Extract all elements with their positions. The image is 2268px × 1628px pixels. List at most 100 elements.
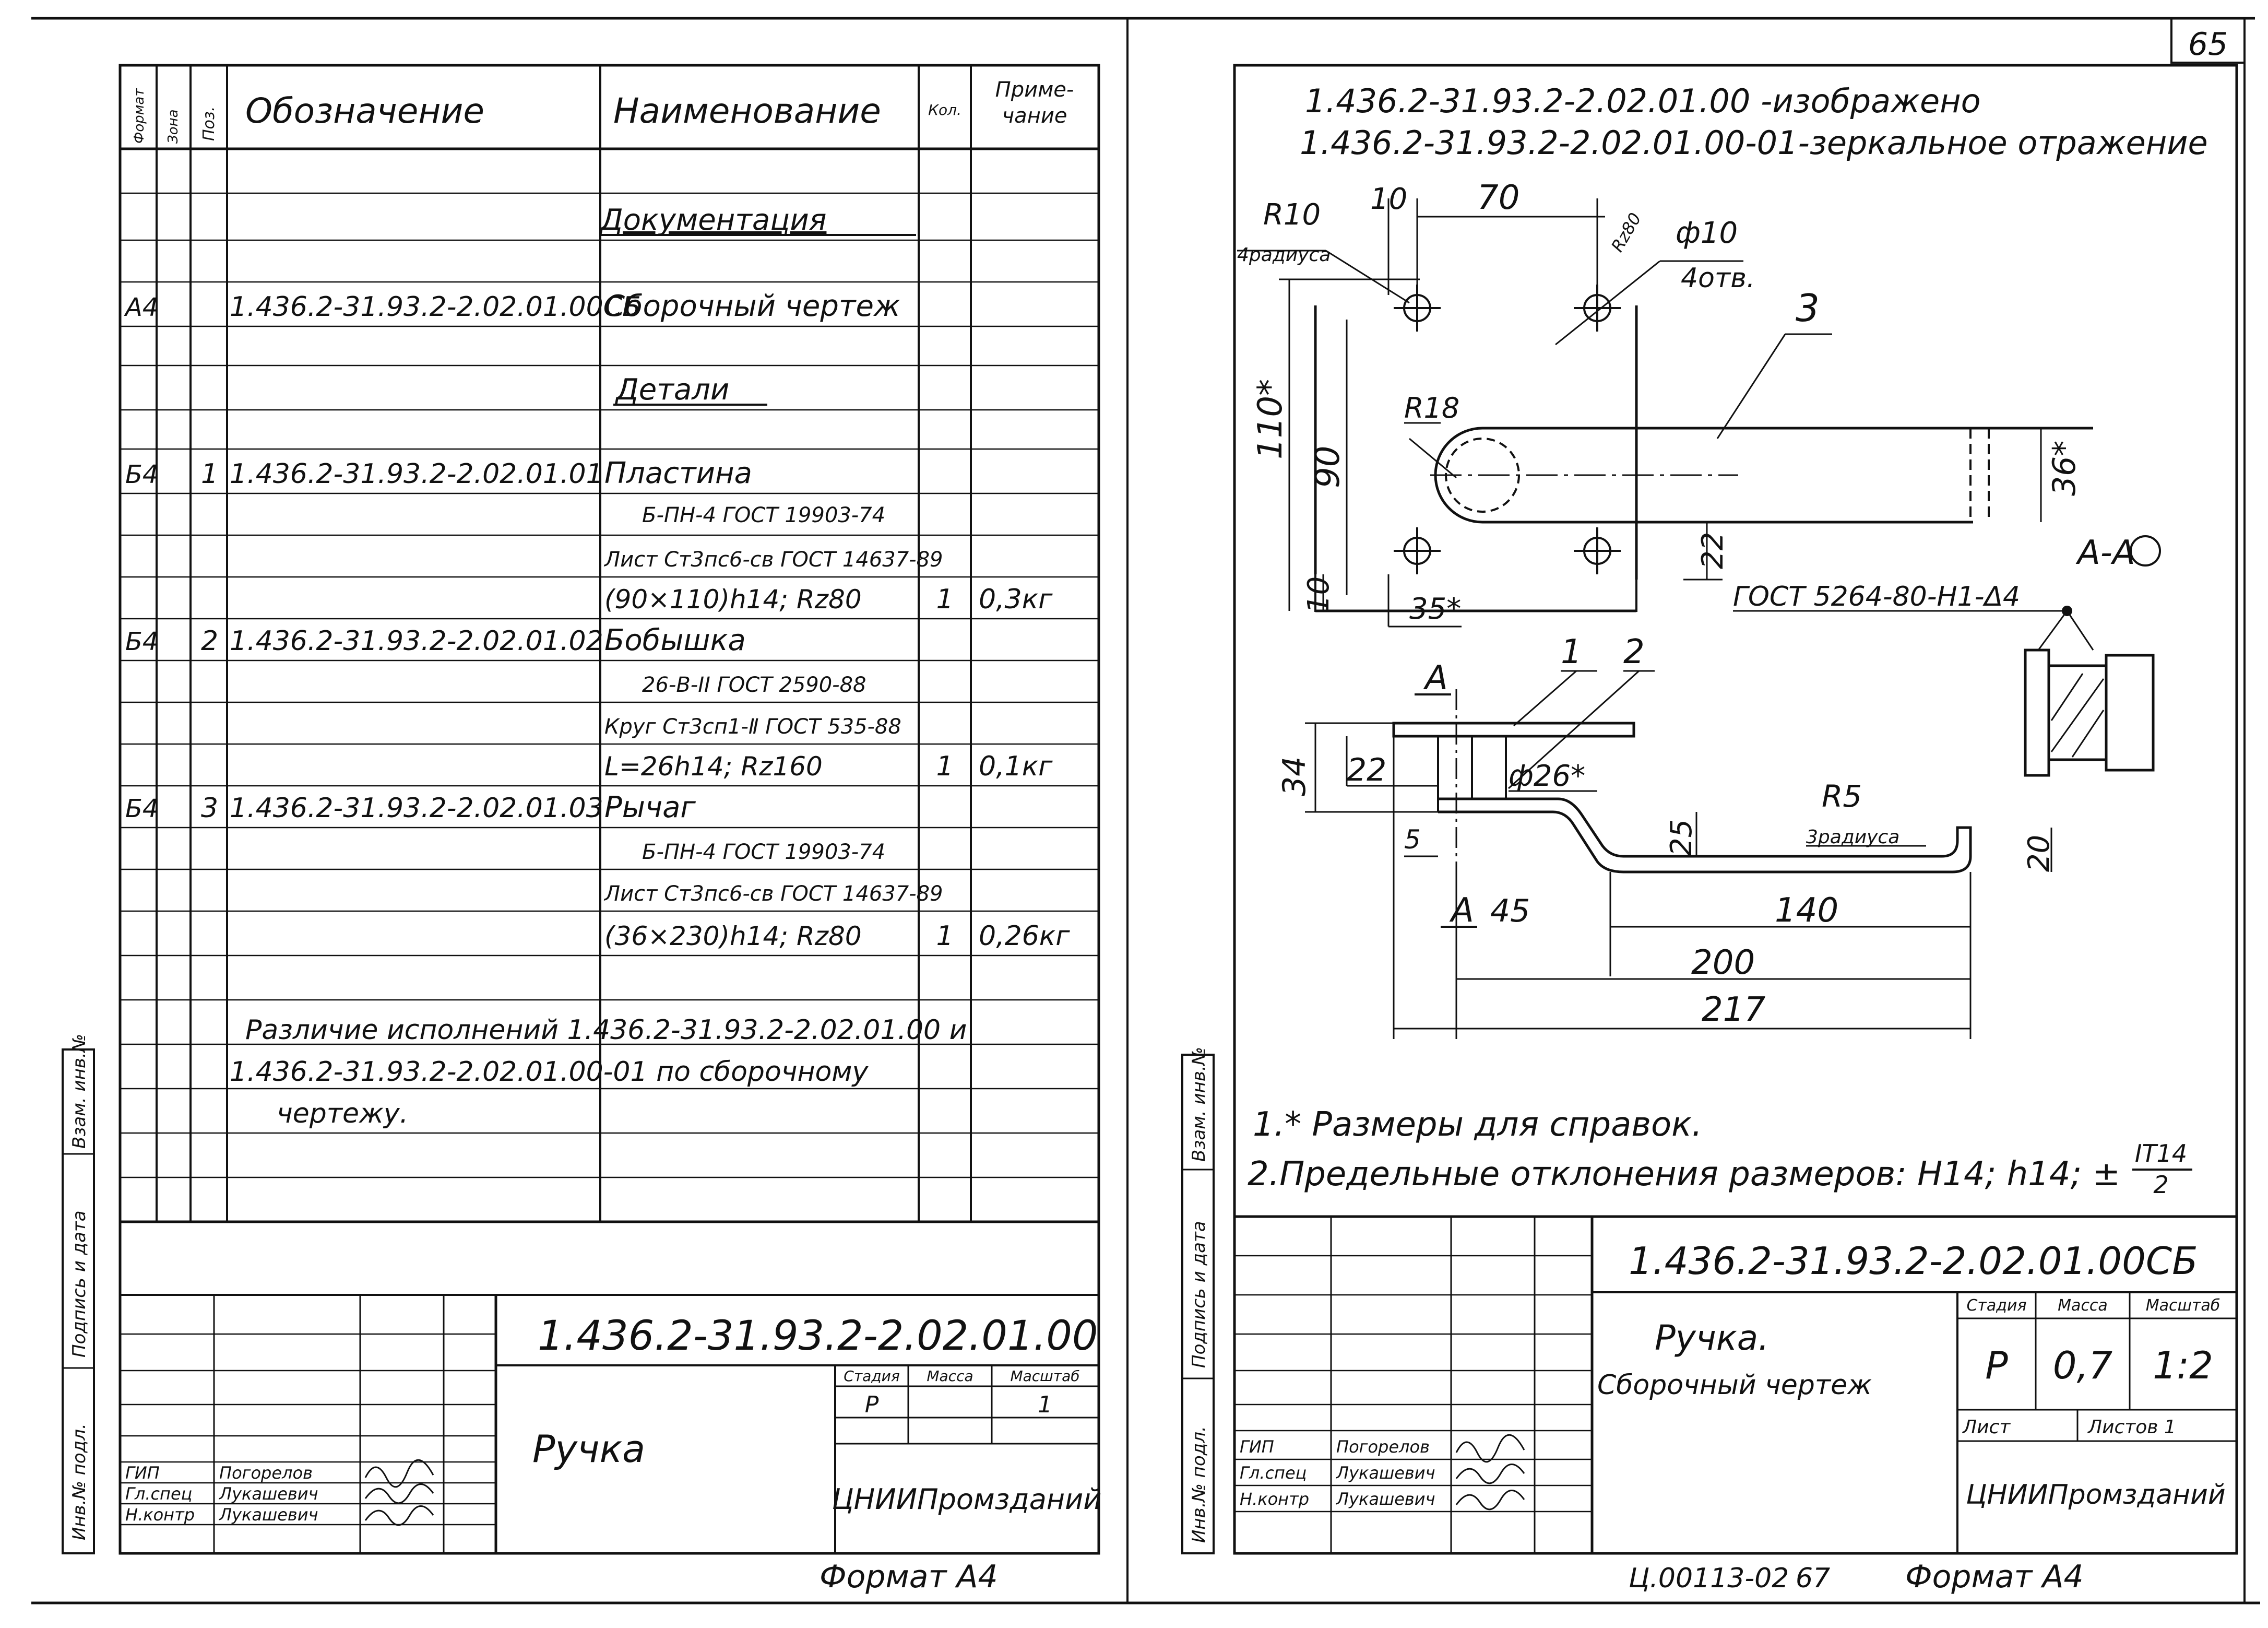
svg-text:Б4: Б4 [125, 627, 158, 656]
left-org: ЦНИИПромзданий [832, 1483, 1102, 1516]
right-side-stamp: Взам. инв.№ Подпись и дата Инв.№ подл. [1181, 1047, 1215, 1554]
section-view: А-А ГОСТ 5264-80-Н1-Δ4 [1733, 534, 2161, 777]
svg-text:2: 2 [1623, 633, 1645, 671]
svg-text:34: 34 [1276, 757, 1313, 796]
svg-text:1: 1 [1561, 633, 1582, 671]
svg-text:20: 20 [2022, 835, 2056, 872]
table-row: Лист Ст3пс6-св ГОСТ 14637-89 [603, 548, 943, 572]
catalog-number: Ц.00113-02 [1629, 1563, 1789, 1594]
page-number: 67 [1796, 1563, 1830, 1594]
svg-text:1: 1 [936, 921, 953, 952]
top-view: R10 4радиуса 10 70 Rz80 ф10 4отв. 3 110*… [1237, 179, 2093, 628]
svg-text:0,3кг: 0,3кг [979, 584, 1053, 615]
svg-text:Рычаг: Рычаг [604, 791, 696, 824]
svg-text:Лукашевич: Лукашевич [1336, 1489, 1435, 1509]
table-row: (90×110)h14; Rz80 1 0,3кг [604, 584, 1053, 615]
svg-text:Н.контр: Н.контр [1240, 1489, 1309, 1509]
svg-text:Пластина: Пластина [604, 456, 752, 490]
svg-text:1.436.2-31.93.2-2.02.01.00СБ: 1.436.2-31.93.2-2.02.01.00СБ [230, 291, 641, 323]
drawing-header-1: 1.436.2-31.93.2-2.02.01.00 -изображено [1305, 82, 1981, 120]
svg-text:Лукашевич: Лукашевич [219, 1505, 318, 1525]
drawing-notes: 1.* Размеры для справок. 2.Предельные от… [1248, 1105, 2192, 1199]
svg-text:ф10: ф10 [1676, 216, 1738, 250]
sheet-frame [31, 17, 2260, 1605]
svg-text:3радиуса: 3радиуса [1806, 827, 1899, 848]
title-block-right: 1.436.2-31.93.2-2.02.01.00СБ Ручка. Сбор… [1234, 1215, 2237, 1553]
svg-text:Листов 1: Листов 1 [2087, 1417, 2176, 1438]
svg-text:Лист Ст3пс6-св ГОСТ 14637-89: Лист Ст3пс6-св ГОСТ 14637-89 [603, 882, 943, 906]
svg-text:IT14: IT14 [2135, 1139, 2187, 1167]
svg-text:2: 2 [2153, 1171, 2168, 1199]
svg-text:36*: 36* [2046, 441, 2083, 496]
table-row: Лист Ст3пс6-св ГОСТ 14637-89 [603, 882, 943, 906]
left-side-stamp: Взам. инв.№ Подпись и дата Инв.№ подл. [62, 1034, 95, 1554]
variants-note: Различие исполнений 1.436.2-31.93.2-2.02… [230, 1014, 967, 1129]
svg-text:0,7: 0,7 [2053, 1343, 2113, 1387]
table-row: Б-ПН-4 ГОСТ 19903-74 [642, 503, 885, 527]
svg-text:Лукашевич: Лукашевич [1336, 1463, 1435, 1483]
table-row: Б4 3 1.436.2-31.93.2-2.02.01.03 Рычаг [125, 791, 696, 824]
table-row: Круг Ст3сп1-Ⅱ ГОСТ 535-88 [604, 715, 901, 739]
svg-text:Б-ПН-4 ГОСТ 19903-74: Б-ПН-4 ГОСТ 19903-74 [642, 503, 885, 527]
svg-text:10: 10 [1370, 182, 1407, 216]
svg-text:1.436.2-31.93.2-2.02.01.02: 1.436.2-31.93.2-2.02.01.02 [230, 626, 603, 657]
left-designation: 1.436.2-31.93.2-2.02.01.00 [538, 1313, 1098, 1360]
svg-text:22: 22 [1347, 752, 1386, 788]
section-parts: Детали [614, 373, 729, 407]
svg-text:Сборочный чертеж: Сборочный чертеж [604, 289, 900, 323]
svg-text:ГИП: ГИП [1240, 1437, 1274, 1457]
left-name: Ручка [532, 1427, 645, 1471]
svg-text:1.436.2-31.93.2-2.02.01.01: 1.436.2-31.93.2-2.02.01.01 [230, 458, 603, 490]
sheet-number: 65 [2188, 26, 2228, 63]
svg-text:3: 3 [1796, 286, 1820, 330]
svg-text:Подпись и дата: Подпись и дата [1189, 1221, 1209, 1368]
svg-text:Круг Ст3сп1-Ⅱ ГОСТ 535-88: Круг Ст3сп1-Ⅱ ГОСТ 535-88 [604, 715, 901, 739]
spec-rows: А4 1.436.2-31.93.2-2.02.01.00СБ Сборочны… [124, 289, 1070, 952]
svg-text:1.* Размеры для справок.: 1.* Размеры для справок. [1253, 1105, 1702, 1144]
svg-text:Погорелов: Погорелов [1336, 1437, 1430, 1457]
svg-text:4отв.: 4отв. [1681, 263, 1755, 294]
svg-text:1: 1 [201, 458, 218, 490]
svg-text:Погорелов: Погорелов [219, 1463, 313, 1483]
svg-text:Лист Ст3пс6-св ГОСТ 14637-89: Лист Ст3пс6-св ГОСТ 14637-89 [603, 548, 943, 572]
svg-text:2.Предельные отклонения размер: 2.Предельные отклонения размеров: Н14; h… [1248, 1155, 2120, 1194]
svg-text:Гл.спец: Гл.спец [1240, 1463, 1307, 1483]
svg-text:22: 22 [1696, 532, 1730, 569]
svg-text:Взам. инв.№: Взам. инв.№ [69, 1034, 90, 1149]
svg-text:чание: чание [1002, 104, 1067, 128]
svg-text:Р: Р [1985, 1343, 2008, 1387]
svg-text:R10: R10 [1263, 198, 1321, 232]
right-format: Формат А4 [1905, 1559, 2084, 1595]
drawing-header-2: 1.436.2-31.93.2-2.02.01.00-01-зеркальное… [1300, 124, 2208, 162]
svg-text:Р: Р [865, 1391, 879, 1418]
svg-text:200: 200 [1691, 943, 1755, 982]
svg-text:Стадия: Стадия [1966, 1296, 2026, 1315]
svg-text:Б4: Б4 [125, 794, 158, 823]
svg-text:3: 3 [201, 793, 218, 824]
svg-text:4радиуса: 4радиуса [1237, 244, 1331, 266]
svg-text:Различие исполнений 1.436.2-31: Различие исполнений 1.436.2-31.93.2-2.02… [245, 1014, 967, 1046]
svg-text:5: 5 [1404, 824, 1421, 855]
svg-text:1.436.2-31.93.2-2.02.01.03: 1.436.2-31.93.2-2.02.01.03 [230, 793, 603, 824]
svg-text:Стадия: Стадия [844, 1367, 899, 1385]
svg-text:Гл.спец: Гл.спец [125, 1484, 192, 1504]
svg-text:Наименование: Наименование [613, 91, 881, 131]
svg-text:Обозначение: Обозначение [245, 91, 484, 131]
svg-text:А: А [1423, 659, 1448, 698]
svg-text:ф26*: ф26* [1509, 759, 1585, 793]
right-name: Ручка. [1655, 1318, 1769, 1358]
svg-text:Инв.№ подл.: Инв.№ подл. [1189, 1426, 1209, 1543]
svg-text:ГОСТ 5264-80-Н1-Δ4: ГОСТ 5264-80-Н1-Δ4 [1733, 581, 2020, 612]
svg-text:2: 2 [201, 626, 218, 657]
svg-text:Масштаб: Масштаб [1010, 1367, 1079, 1385]
svg-text:R18: R18 [1404, 392, 1459, 424]
svg-text:Масса: Масса [927, 1367, 973, 1385]
svg-text:1.436.2-31.93.2-2.02.01.00-01: 1.436.2-31.93.2-2.02.01.00-01 по сборочн… [230, 1056, 869, 1088]
svg-text:1: 1 [1038, 1391, 1052, 1418]
svg-text:А: А [1449, 891, 1474, 930]
table-row: А4 1.436.2-31.93.2-2.02.01.00СБ Сборочны… [124, 289, 900, 323]
svg-text:Б4: Б4 [125, 460, 158, 489]
svg-text:110*: 110* [1251, 379, 1290, 459]
svg-text:Б-ПН-4 ГОСТ 19903-74: Б-ПН-4 ГОСТ 19903-74 [642, 840, 885, 864]
